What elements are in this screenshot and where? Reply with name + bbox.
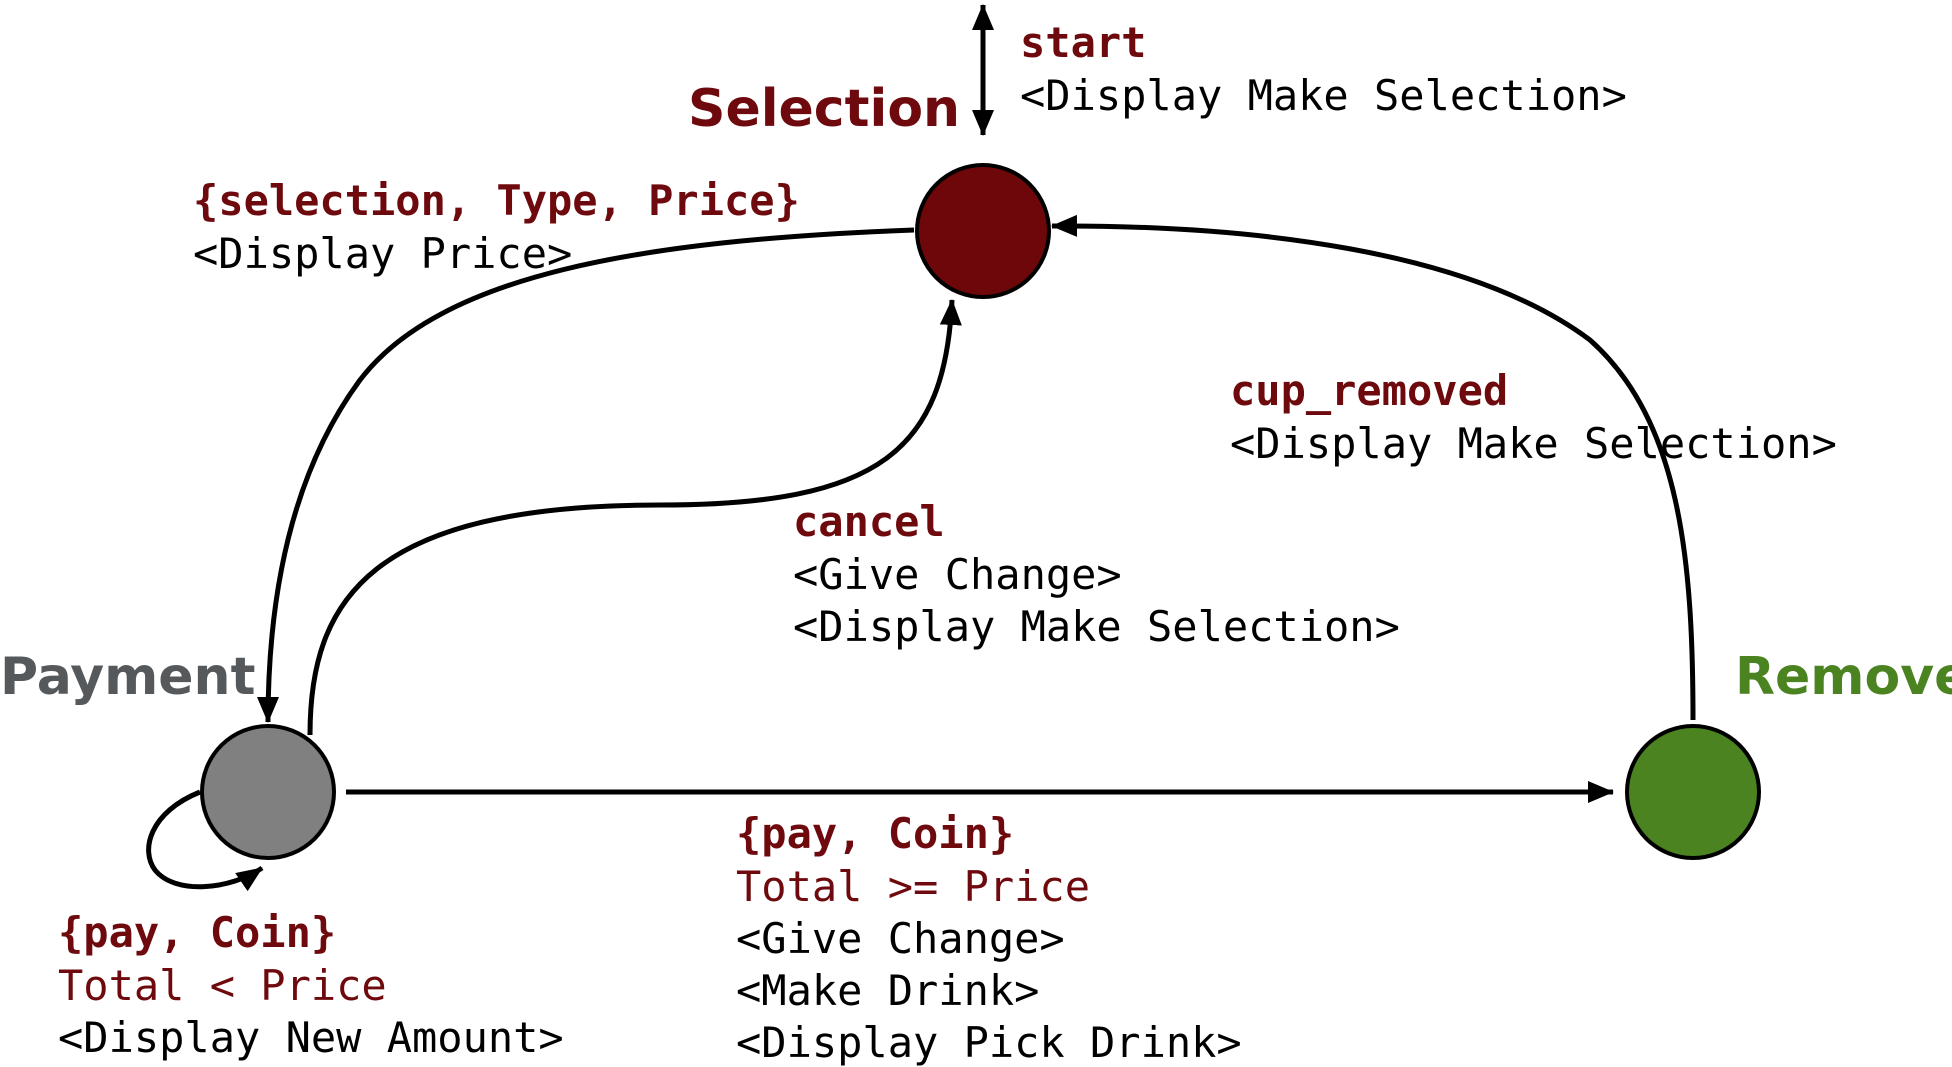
pay-loop-action-label: <Display New Amount> — [58, 1013, 564, 1062]
start-action-label: <Display Make Selection> — [1020, 71, 1627, 120]
cancel-edge — [307, 299, 962, 736]
pay-to-remove-guard-label: Total >= Price — [736, 862, 1090, 911]
pay-self-loop-edge — [146, 789, 264, 892]
remove-state-node — [1625, 724, 1761, 860]
payment-state-label: Payment — [0, 647, 255, 707]
cup-removed-edge — [1051, 214, 1696, 721]
start-event-label: start — [1020, 18, 1146, 67]
pay-to-remove-action-label-2: <Make Drink> — [736, 966, 1039, 1015]
cancel-action-label-1: <Give Change> — [793, 550, 1122, 599]
cup-removed-action-label: <Display Make Selection> — [1230, 419, 1837, 468]
pay-to-remove-event-label: {pay, Coin} — [736, 809, 1014, 858]
cancel-action-label-2: <Display Make Selection> — [793, 602, 1400, 651]
payment-state-node — [200, 724, 336, 860]
selection-state-node — [915, 163, 1051, 299]
pay-loop-event-label: {pay, Coin} — [58, 908, 336, 957]
selection-state-label: Selection — [688, 79, 960, 139]
pay-loop-guard-label: Total < Price — [58, 961, 387, 1010]
cancel-event-label: cancel — [793, 497, 945, 546]
selection-action-label: <Display Price> — [193, 229, 572, 278]
cup-removed-event-label: cup_removed — [1230, 366, 1508, 415]
selection-to-payment-edge — [257, 227, 915, 723]
selection-event-label: {selection, Type, Price} — [193, 176, 800, 225]
pay-to-remove-action-label-1: <Give Change> — [736, 914, 1065, 963]
remove-state-label: Remove — [1735, 647, 1952, 707]
pay-to-remove-action-label-3: <Display Pick Drink> — [736, 1018, 1242, 1067]
